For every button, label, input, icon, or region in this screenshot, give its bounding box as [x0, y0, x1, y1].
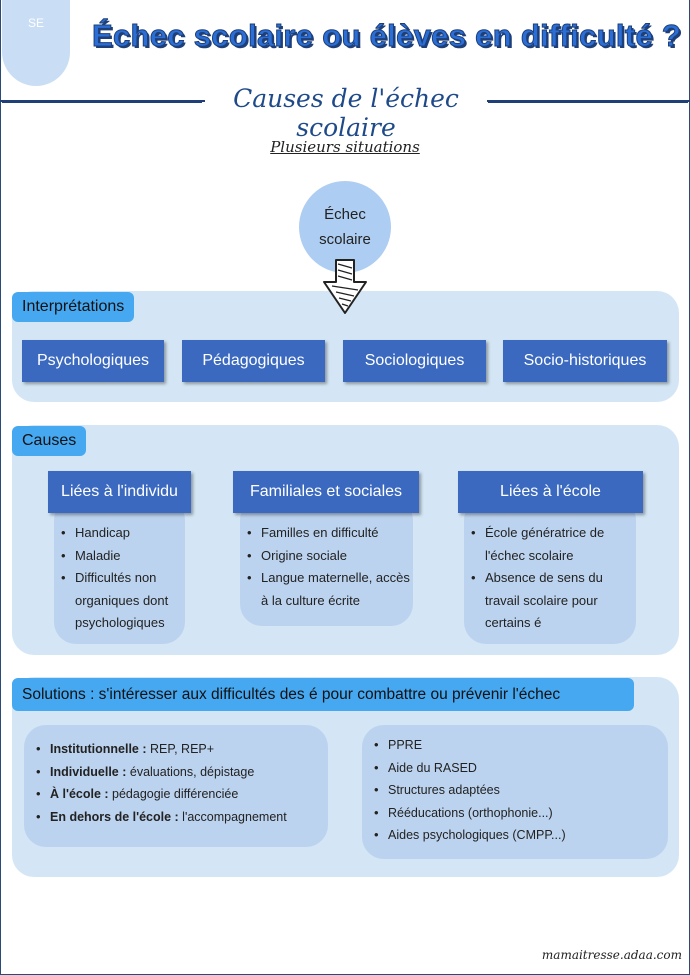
page-title: Échec scolaire ou élèves en difficulté ?	[91, 18, 682, 54]
subject-badge: SE	[2, 0, 70, 86]
interpretation-box-psychologiques: Psychologiques	[22, 340, 164, 382]
list-item: Handicap	[61, 522, 185, 545]
solution-kind: Individuelle :	[50, 764, 127, 779]
subject-badge-label: SE	[28, 16, 45, 30]
list-item: Familles en difficulté	[247, 522, 413, 545]
center-node: Échec scolaire	[299, 181, 391, 273]
interpretations-tag: Interprétations	[12, 292, 135, 322]
solution-text: pédagogie différenciée	[108, 787, 239, 801]
list-item: Aides psychologiques (CMPP...)	[374, 824, 668, 847]
list-item: En dehors de l'école : l'accompagnement	[36, 806, 328, 829]
list-item: Absence de sens du travail scolaire pour…	[471, 567, 628, 635]
cause-header-individu: Liées à l'individu	[48, 471, 191, 513]
solution-kind: Institutionnelle :	[50, 742, 147, 756]
section-rule-right	[488, 101, 688, 103]
solution-text: évaluations, dépistage	[126, 764, 255, 779]
cause-list-familiales: Familles en difficulté Origine sociale L…	[240, 498, 413, 626]
list-item: À l'école : pédagogie différenciée	[36, 783, 328, 806]
list-item: Rééducations (orthophonie...)	[374, 802, 668, 825]
list-item: Langue maternelle, accès à la culture éc…	[247, 567, 413, 612]
list-item: Maladie	[61, 545, 185, 568]
center-node-line1: Échec	[324, 206, 366, 223]
list-item: Structures adaptées	[374, 779, 668, 802]
list-item: Origine sociale	[247, 545, 413, 568]
solutions-list-right: PPRE Aide du RASED Structures adaptées R…	[362, 725, 668, 859]
solution-text: REP, REP+	[146, 742, 215, 756]
footer-url[interactable]: mamaitresse.adaa.com	[541, 948, 682, 962]
list-item: Individuelle : évaluations, dépistage	[36, 761, 328, 784]
solution-kind: À l'école :	[50, 787, 109, 801]
solution-kind: En dehors de l'école :	[50, 809, 179, 824]
list-item: Aide du RASED	[374, 757, 668, 780]
section-rule-left	[2, 101, 202, 103]
cause-list-individu: Handicap Maladie Difficultés non organiq…	[54, 498, 185, 644]
list-item: Difficultés non organiques dont psycholo…	[61, 567, 185, 635]
list-item: PPRE	[374, 734, 668, 757]
solutions-tag: Solutions : s'intéresser aux difficultés…	[12, 678, 634, 711]
cause-header-familiales: Familiales et sociales	[233, 471, 419, 513]
interpretation-box-socio-historiques: Socio-historiques	[503, 340, 667, 382]
list-item: École génératrice de l'échec scolaire	[471, 522, 628, 567]
interpretation-box-pedagogiques: Pédagogiques	[182, 340, 325, 382]
section-title: Causes de l'échec scolaire	[205, 84, 487, 142]
solution-text: l'accompagnement	[178, 809, 287, 824]
solutions-list-left: Institutionnelle : REP, REP+ Individuell…	[24, 725, 328, 847]
causes-tag: Causes	[12, 426, 87, 456]
cause-list-ecole: École génératrice de l'échec scolaire Ab…	[464, 498, 636, 644]
subtitle: Plusieurs situations	[270, 138, 420, 156]
center-node-line2: scolaire	[319, 231, 371, 248]
interpretation-box-sociologiques: Sociologiques	[343, 340, 486, 382]
cause-header-ecole: Liées à l'école	[458, 471, 643, 513]
down-arrow-icon	[323, 259, 367, 314]
list-item: Institutionnelle : REP, REP+	[36, 738, 328, 761]
